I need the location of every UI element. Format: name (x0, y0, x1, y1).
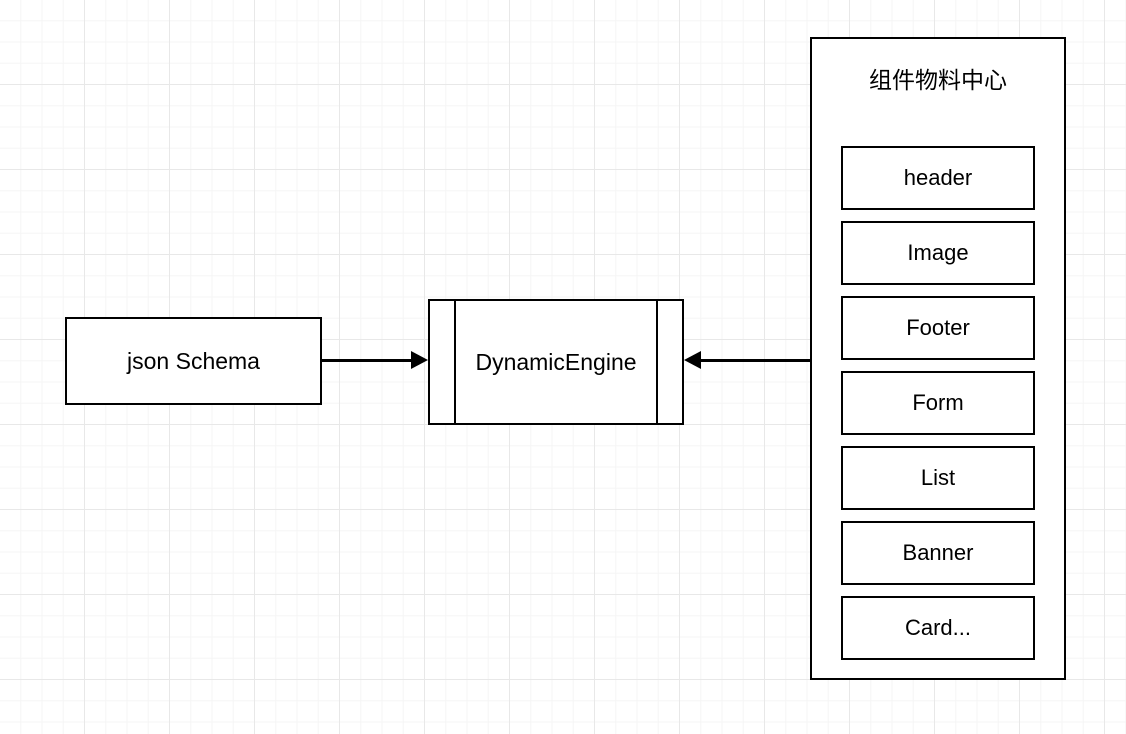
component-label: Footer (906, 315, 970, 340)
node-json-schema-label: json Schema (127, 347, 260, 374)
component-box-card[interactable]: Card... (841, 596, 1035, 660)
node-material-center-panel[interactable]: 组件物料中心 header Image Footer Form List Ban… (810, 37, 1066, 680)
node-json-schema[interactable]: json Schema (65, 317, 322, 405)
edge-line (700, 359, 810, 362)
node-divider-left (454, 299, 456, 425)
arrowhead-right-icon (411, 351, 428, 369)
component-box-header[interactable]: header (841, 146, 1035, 210)
node-dynamic-engine[interactable]: DynamicEngine (428, 299, 684, 425)
component-label: Image (907, 240, 969, 265)
arrowhead-left-icon (684, 351, 701, 369)
component-label: header (903, 165, 973, 190)
component-box-image[interactable]: Image (841, 221, 1035, 285)
component-label: Card... (904, 615, 972, 640)
edge-line (322, 359, 414, 362)
material-center-title: 组件物料中心 (869, 67, 1007, 93)
component-label: List (920, 465, 956, 490)
node-divider-right (656, 299, 658, 425)
component-box-footer[interactable]: Footer (841, 296, 1035, 360)
component-box-banner[interactable]: Banner (841, 521, 1035, 585)
component-list: header Image Footer Form List Banner Car… (841, 146, 1035, 660)
component-box-list[interactable]: List (841, 446, 1035, 510)
component-label: Banner (902, 540, 974, 565)
component-label: Form (912, 390, 964, 415)
node-dynamic-engine-label: DynamicEngine (475, 348, 637, 375)
component-box-form[interactable]: Form (841, 371, 1035, 435)
